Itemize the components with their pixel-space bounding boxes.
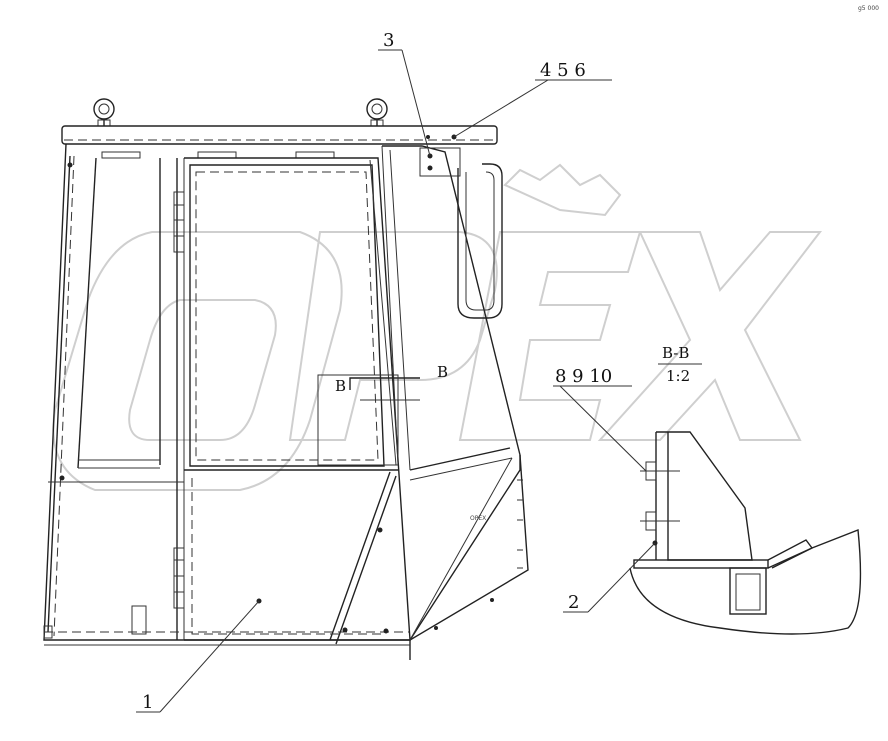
lifting-eye-left	[93, 98, 115, 127]
section-marker: B B	[317, 363, 448, 466]
watermark-opex: OPEX	[52, 163, 823, 522]
roof-plate	[61, 125, 498, 159]
section-mark-left: B	[335, 377, 346, 395]
callout-8910-label: 8 9 10	[555, 366, 612, 387]
section-view-bb: B-B 1:2	[629, 344, 862, 635]
sheet-mark: g5 000	[858, 5, 879, 12]
door	[184, 157, 411, 645]
section-mark-right: B	[437, 363, 448, 381]
callout-1: 1	[136, 600, 260, 713]
callout-3-label: 3	[383, 30, 394, 51]
callout-8-9-10: 8 9 10	[553, 366, 647, 472]
grab-handle	[419, 134, 503, 319]
lifting-eye-right	[366, 98, 388, 127]
callout-3: 3	[378, 30, 431, 157]
section-scale: 1:2	[666, 367, 690, 385]
callout-456-label: 4 5 6	[540, 60, 586, 81]
callout-1-label: 1	[142, 692, 153, 713]
rear-pillar	[381, 145, 529, 641]
callout-2: 2	[563, 542, 656, 613]
callout-2-label: 2	[568, 592, 579, 613]
door-hinges	[173, 191, 185, 609]
section-title: B-B	[662, 344, 689, 362]
callout-4-5-6: 4 5 6	[453, 60, 612, 138]
